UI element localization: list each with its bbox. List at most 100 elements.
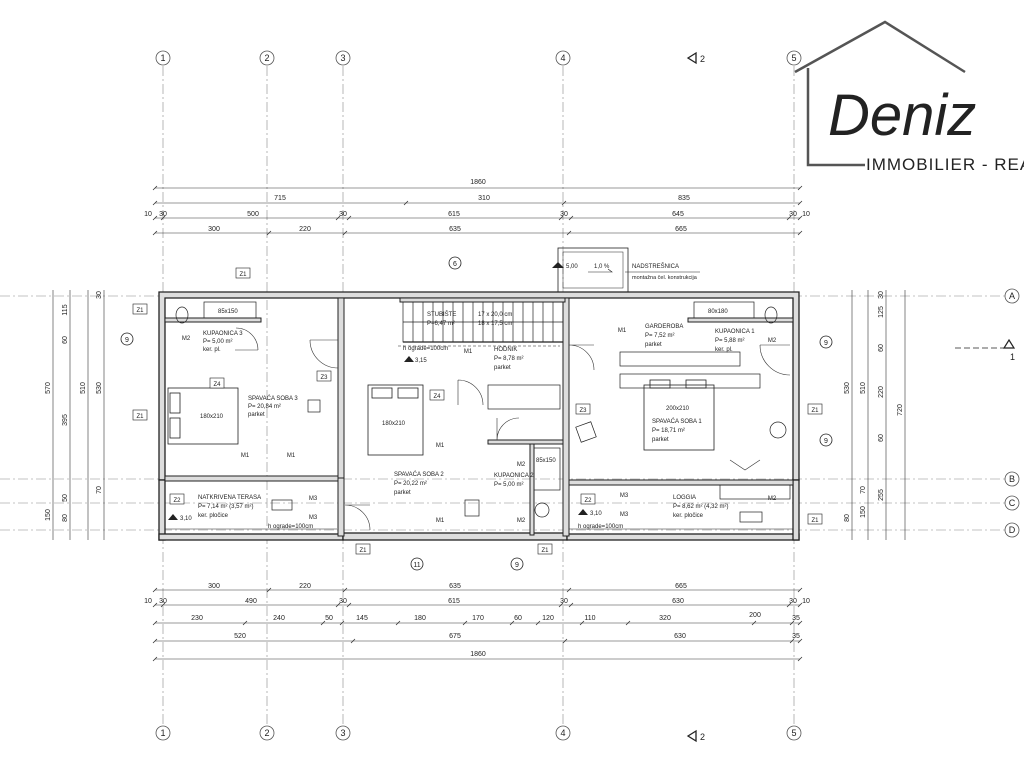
room-floor: ker. pl. [203,347,221,353]
room-floor: parket [494,365,511,371]
tag-m3-terrace-b: M3 [309,515,318,521]
dim-top-645: 645 [672,211,684,218]
dim-bot-675: 675 [449,633,461,640]
dim-right-60a: 60 [878,344,885,352]
tag-z3-room3: Z3 [320,375,328,381]
axis-a: A [1009,291,1015,301]
axis-1-top: 1 [160,53,165,63]
axis-3-top: 3 [340,53,345,63]
room-name: KUPAONICA 1 [715,329,755,335]
horizontal-axis-labels: A B C D [1009,291,1016,535]
canopy-level: 5,00 [566,264,578,270]
axis-c: C [1009,498,1016,508]
dim-bot-35b: 35 [792,633,800,640]
dim-bot-320: 320 [659,615,671,622]
dim-top-635: 635 [449,226,461,233]
shower-2-size: 85x150 [536,458,556,464]
dim-top-30d: 30 [789,211,797,218]
dim-bot-520: 520 [234,633,246,640]
tag-z2-terrace: Z2 [173,498,181,504]
grid-axis-bubbles [155,50,802,741]
section-label-top: 2 [700,54,705,64]
tag-m1-garderoba: M1 [618,328,627,334]
tag-m1-room3b: M1 [287,453,296,459]
dim-top-300: 300 [208,226,220,233]
railing-terrace: h ograde=100cm [268,524,313,530]
room-floor: parket [645,342,662,348]
axis-4-bottom: 4 [560,728,565,738]
dim-left-570: 570 [45,382,52,394]
room-area: P= 20,22 m² [394,481,427,487]
dim-left-50: 50 [62,494,69,502]
dim-left-150: 150 [45,509,52,521]
dim-bot-230: 230 [191,615,203,622]
stair-spec-2: 18 x 17,5 cm [478,321,512,327]
axis-d: D [1009,525,1016,535]
tag-m1-hall: M1 [464,349,473,355]
section-arrow-icon [686,729,697,743]
room-name: KUPAONICA 2 [494,473,534,479]
callout-9-right-top: 9 [824,340,828,347]
level-annotations: 17 x 20,0 cm 18 x 17,5 cm 3,15 3,10 3,10… [180,312,623,530]
dim-top-10a: 10 [144,211,152,218]
dim-right-720: 720 [897,404,904,416]
dim-top-835: 835 [678,195,690,202]
room-floor: parket [652,437,669,443]
bed-room-2 [367,384,424,456]
room-floor: ker. pl. [715,347,733,353]
dim-top-30a: 30 [159,211,167,218]
room-spavaca-soba-3: SPAVAĆA SOBA 3 P= 20,84 m² parket [248,395,298,418]
dim-right-510: 510 [860,382,867,394]
dim-top-500: 500 [247,211,259,218]
tag-z4-room3: Z4 [213,382,221,388]
room-hodnik: HODNIK P= 8,78 m² parket [494,347,524,371]
room-kupaonica-3: KUPAONICA 3 P= 5,00 m² ker. pl. [203,331,243,353]
level-markers [168,356,588,520]
axis-5-bottom: 5 [791,728,796,738]
tag-z2-loggia: Z2 [584,498,592,504]
tag-z1-right: Z1 [811,408,819,414]
tag-m1-room3: M1 [241,453,250,459]
axis-2-bottom: 2 [264,728,269,738]
section-arrow-icon [686,51,697,65]
tag-z1-left: Z1 [136,414,144,420]
dim-bot-240: 240 [273,615,285,622]
tag-m2-bath1b: M2 [768,496,777,502]
bed-3-size: 180x210 [200,414,224,420]
room-name: GARDEROBA [645,324,683,330]
dim-top-30b: 30 [339,211,347,218]
callouts [120,256,833,571]
dim-bot-665: 665 [675,583,687,590]
dim-bot-300: 300 [208,583,220,590]
dim-bot-200: 200 [749,612,761,619]
dim-right-255: 255 [878,489,885,501]
room-floor: parket [394,490,411,496]
room-area: P= 5,88 m² [715,338,745,344]
dim-overall-top: 1860 [470,179,486,186]
fixtures [175,301,791,523]
dim-right-70: 70 [860,486,867,494]
opening-tags [132,267,823,555]
tag-z1-top: Z1 [239,272,247,278]
room-name: STUBIŠTE [427,311,456,318]
dim-right-220: 220 [878,386,885,398]
shower-1-size: 80x180 [708,309,728,315]
axis-5-top: 5 [791,53,796,63]
staircase [402,301,564,343]
tag-z1-right-bottom: Z1 [811,518,819,524]
logo-script: Deniz [828,83,976,148]
room-floor: ker. pločice [673,513,704,519]
tag-z1-left-top: Z1 [136,308,144,314]
railing-hall: h ograde=100cm [403,346,448,352]
dim-bot-635: 635 [449,583,461,590]
dim-left-80: 80 [62,514,69,522]
stair-spec-1: 17 x 20,0 cm [478,312,512,318]
axis-b: B [1009,474,1015,484]
canopy-title: NADSTREŠNICA [632,263,679,270]
logo: Deniz IMMOBILIER - REA [794,20,1024,174]
dimension-text-right: 720 530 510 125 60 220 60 70 255 150 80 … [844,291,904,522]
room-area: P= 7,14 m² (3,57 m²) [198,504,254,510]
level-310-loggia: 3,10 [590,511,602,517]
section-marker-top: 2 [686,51,705,65]
room-name: SPAVAĆA SOBA 1 [652,418,702,425]
